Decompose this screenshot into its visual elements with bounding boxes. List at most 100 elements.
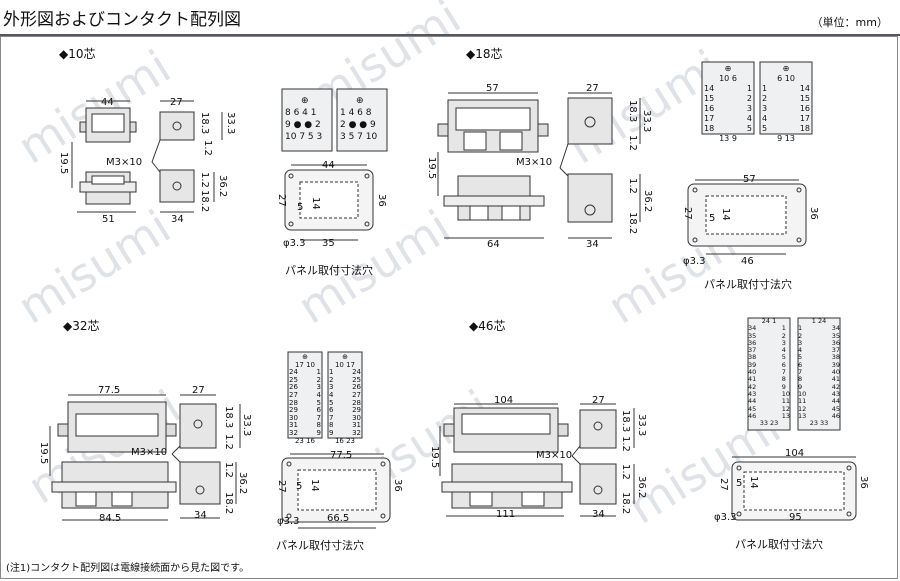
s32-panel-caption: パネル取付寸法穴 (276, 539, 364, 552)
s32-h4: 19.5 (38, 442, 49, 465)
contact-row: 10 6 (719, 74, 737, 83)
s46-h5: 1.2 (620, 464, 631, 480)
contact-row: 1 24 (811, 317, 827, 325)
s10-h7: 18.2 (199, 190, 210, 213)
s18-panel-s: 5 (709, 213, 716, 224)
s18-screw: M3×10 (516, 157, 553, 168)
contact-row: 17 10 (294, 360, 316, 369)
section-18-label: ◆18芯 (466, 47, 503, 61)
contact-row: 2 ● ● 9 (340, 120, 376, 130)
s46-panel-caption: パネル取付寸法穴 (735, 538, 823, 551)
s32-w4: 34 (194, 510, 207, 521)
s32-panel-h: 27 (276, 480, 287, 493)
s18-w1: 57 (486, 83, 499, 94)
s10-h2: 33.3 (225, 112, 236, 135)
s10-drawings (71, 88, 388, 241)
s32-h3: 1.2 (223, 434, 234, 450)
s10-panel-phi: φ3.3 (283, 238, 306, 249)
s18-panel-w: 57 (743, 174, 756, 185)
section-46-label: ◆46芯 (469, 319, 506, 333)
s18-h4: 19.5 (426, 157, 437, 180)
s10-panel-s: 5 (297, 202, 304, 213)
s18-w3: 64 (487, 239, 500, 250)
s18-panel-phi: φ3.3 (683, 256, 706, 267)
s46-h3: 1.2 (620, 436, 631, 452)
s18-h7: 18.2 (627, 212, 638, 235)
contact-row: 9 13 (777, 134, 795, 143)
contact-10b: ⊕ 1 4 6 8 2 ● ● 9 3 5 7 10 (340, 96, 378, 142)
s10-h3: 1.2 (202, 140, 213, 156)
contact-row: 3 5 7 10 (340, 132, 378, 142)
s46-w1: 104 (494, 395, 514, 406)
s10-w3: 51 (102, 214, 115, 225)
s46-w3: 111 (496, 509, 516, 520)
s18-drawings (437, 61, 813, 255)
s18-h3: 1.2 (627, 135, 638, 151)
s46-h1: 18.3 (620, 410, 631, 433)
s32-panel-36: 36 (392, 479, 403, 492)
s10-panel-w: 44 (322, 160, 335, 171)
title-divider (0, 34, 900, 36)
s10-w1: 44 (101, 97, 114, 108)
s10-h4: 19.5 (58, 152, 69, 175)
unit-label: （単位：mm） (811, 16, 888, 29)
s32-h1: 18.3 (223, 406, 234, 429)
s46-w2: 27 (592, 395, 605, 406)
s46-panel-36: 36 (858, 476, 869, 489)
s32-h5: 1.2 (223, 462, 234, 478)
contact-row: 13 9 (719, 134, 737, 143)
section-32-label: ◆32芯 (63, 319, 100, 333)
contact-row: 23 33 (809, 419, 829, 428)
s46-h6: 36.2 (636, 476, 647, 499)
contact-row: 10 17 (334, 360, 356, 369)
s18-panel-caption: パネル取付寸法穴 (704, 278, 792, 291)
s10-h6: 36.2 (217, 175, 228, 198)
s10-h5: 1.2 (199, 172, 210, 188)
s32-drawings (49, 351, 391, 529)
s18-h6: 36.2 (642, 190, 653, 213)
s46-drawings (439, 317, 857, 521)
s32-panel-w: 77.5 (330, 450, 353, 461)
s46-w4: 34 (592, 509, 605, 520)
footnote: (注1)コンタクト配列図は電線接続面から見た図です。 (6, 563, 250, 574)
contact-row: 23 16 (294, 436, 316, 445)
contact-row: 33 23 (759, 419, 779, 428)
s32-panel-w2: 66.5 (327, 513, 350, 524)
s10-w2: 27 (170, 97, 183, 108)
s18-w2: 27 (586, 83, 599, 94)
s46-panel-w2: 95 (789, 512, 802, 523)
contact-10a: ⊕ 8 6 4 1 9 ● ● 2 10 7 5 3 (285, 96, 323, 142)
s32-w2: 27 (192, 385, 205, 396)
s32-panel-phi: φ3.3 (277, 516, 300, 527)
contact-row: 9 ● ● 2 (285, 120, 321, 130)
s18-h5: 1.2 (627, 178, 638, 194)
s32-panel-s: 5 (296, 481, 303, 492)
s46-h4: 19.5 (429, 446, 440, 469)
s18-panel-36: 36 (808, 207, 819, 220)
s46-screw: M3×10 (536, 450, 573, 461)
s18-panel-w2: 46 (741, 256, 754, 267)
s32-h6: 36.2 (237, 472, 248, 495)
s10-screw: M3×10 (106, 157, 143, 168)
s18-panel-h: 27 (682, 207, 693, 220)
s10-panel-36: 36 (376, 194, 387, 207)
s10-panel-14: 14 (310, 197, 321, 210)
s46-panel-w: 104 (785, 448, 805, 459)
s32-h7: 18.2 (223, 492, 234, 515)
s32-w3: 84.5 (99, 513, 122, 524)
s10-panel-h: 27 (276, 194, 287, 207)
